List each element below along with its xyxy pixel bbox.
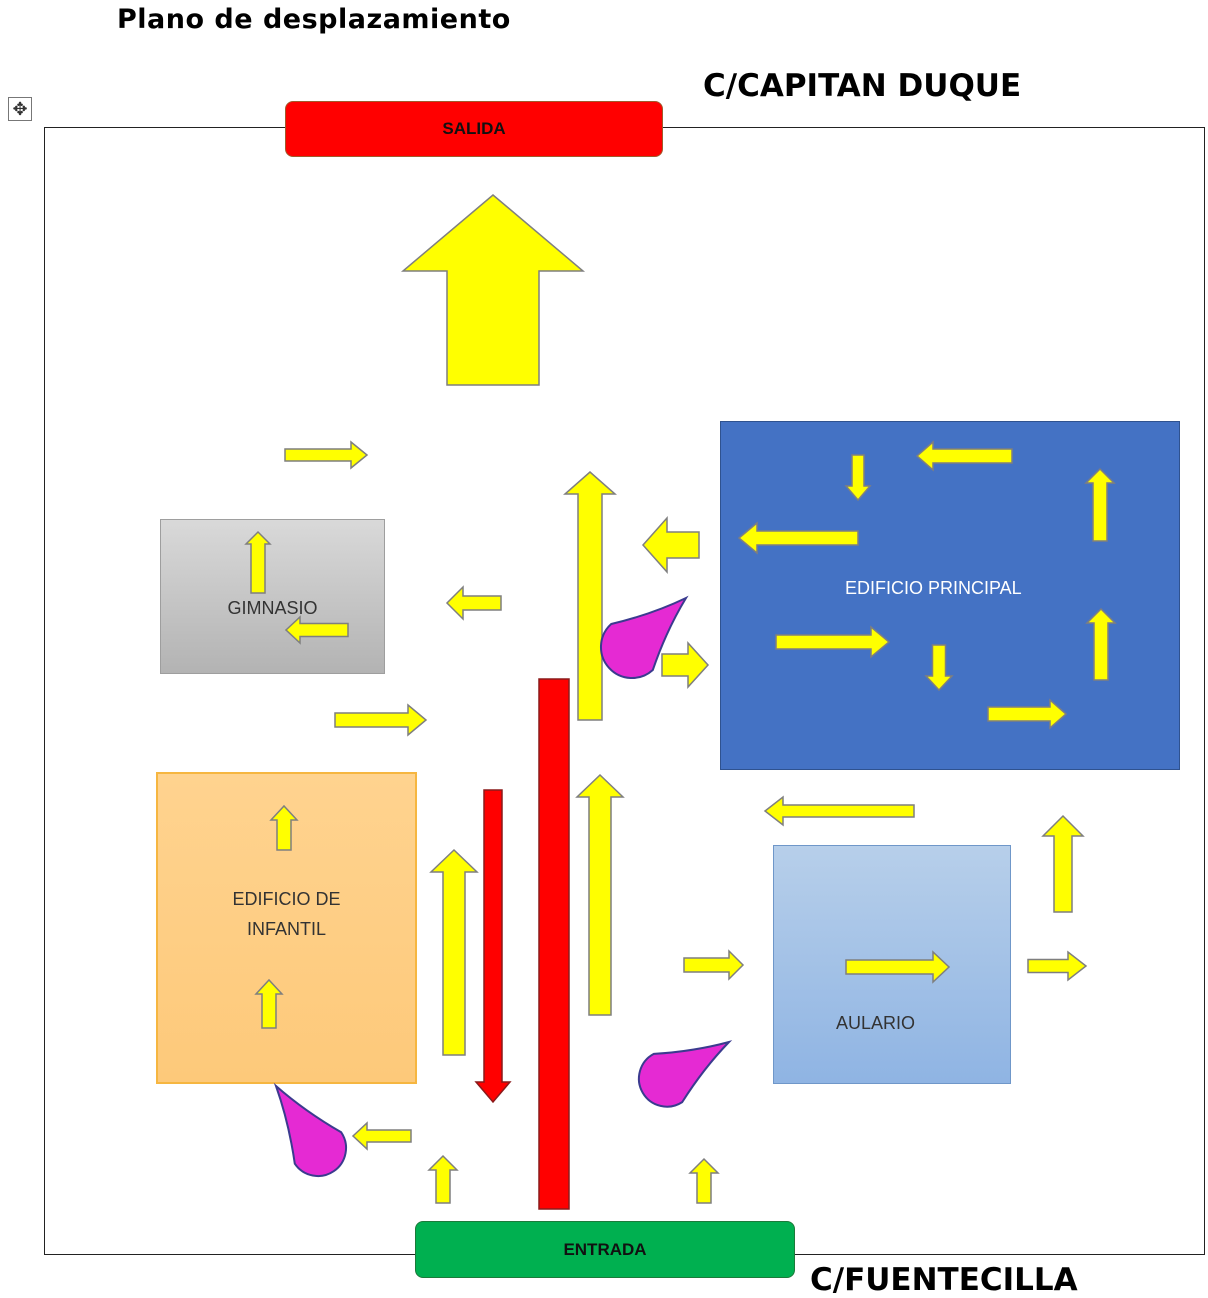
street-label-top: C/CAPITAN DUQUE [703, 68, 1022, 104]
main-building-label: EDIFICIO PRINCIPAL [845, 578, 1022, 598]
teardrop-center [600, 595, 689, 680]
arrow-up-right-side [1041, 814, 1085, 913]
classroom-right-arrow [845, 950, 951, 984]
move-icon[interactable]: ✥ [8, 97, 32, 121]
entry-label: ENTRADA [563, 1239, 647, 1259]
gym-label: GIMNASIO [227, 598, 318, 618]
entry-box: ENTRADA [415, 1221, 795, 1278]
main-up-arrow-right-mid [1085, 607, 1117, 681]
main-right-arrow-bottom [987, 698, 1068, 730]
infant-label-line1: EDIFICIO DE [232, 889, 341, 909]
classroom-label: AULARIO [836, 1013, 916, 1033]
arrow-left-above-classroom [763, 795, 915, 827]
red-down-arrow [474, 789, 512, 1104]
infant-up-arrow-bottom [254, 978, 284, 1029]
teardrop-bottom-left [273, 1082, 347, 1177]
arrow-right-below-gym [334, 703, 428, 737]
big-exit-arrow [400, 194, 586, 386]
street-label-bottom: C/FUENTECILLA [810, 1262, 1078, 1298]
main-down-arrow-mid [924, 644, 954, 692]
gym-left-arrow [284, 615, 349, 645]
teardrop-lower [637, 1040, 733, 1108]
arrow-right-into-classroom [683, 949, 745, 981]
main-left-arrow-mid [737, 521, 859, 555]
arrow-left-gym-approach [445, 585, 502, 621]
arrow-right-out-classroom [1027, 950, 1088, 982]
main-right-arrow-mid [775, 625, 891, 659]
infant-up-arrow-top [269, 804, 299, 851]
red-lane-center [538, 678, 570, 1210]
yellow-up-arrow-center-bottom [575, 773, 625, 1016]
page-title: Plano de desplazamiento [117, 4, 511, 35]
main-left-arrow-top [915, 440, 1013, 472]
arrow-up-bottom-right [688, 1157, 720, 1204]
arrow-left-to-center [641, 516, 700, 574]
gym-up-arrow [244, 530, 272, 594]
arrow-right-top-left [284, 440, 369, 470]
yellow-up-arrow-infant-lane [429, 848, 479, 1056]
gym-building: GIMNASIO [160, 519, 385, 674]
arrow-up-bottom-left [427, 1154, 459, 1204]
infant-label-line2: INFANTIL [246, 919, 326, 939]
arrow-left-bottom [351, 1121, 412, 1151]
exit-box: SALIDA [285, 101, 663, 157]
main-up-arrow-right-top [1084, 467, 1116, 542]
yellow-up-arrow-center-top [563, 471, 617, 721]
exit-label: SALIDA [442, 119, 506, 138]
main-down-arrow-top [844, 454, 872, 502]
arrow-right-to-main [661, 641, 710, 689]
